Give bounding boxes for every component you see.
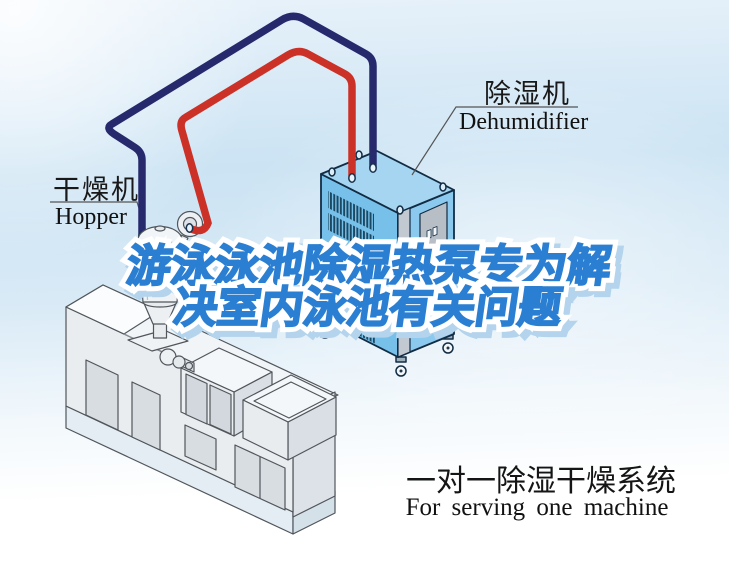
machine-door [85, 359, 119, 431]
vent-grille [334, 294, 376, 329]
tower-window [185, 373, 208, 425]
extruder-nozzle [159, 348, 195, 373]
headline-line1: 游泳泳池除湿热泵专为解 [124, 242, 615, 291]
hopper-label-zh: 干燥机 [53, 175, 140, 205]
headline-line1-shadow: 游泳泳池除湿热泵专为解 [129, 248, 620, 297]
machine-right-housing [242, 374, 337, 461]
hopper-dome-lid [137, 225, 183, 257]
headline-line2: 决室内泳池有关问题 [171, 284, 565, 332]
dehumidifier-corner-strip [397, 207, 411, 358]
caption: 一对一除湿干燥系统 For serving one machine [406, 465, 676, 521]
vent-grille [328, 191, 374, 231]
cold-pipe [105, 12, 377, 248]
machine-door [131, 381, 161, 451]
hopper-label-en: Hopper [55, 204, 127, 230]
dehumidifier-label: 除湿机 Dehumidifier [459, 79, 588, 135]
vent-grille [334, 313, 376, 344]
caption-zh: 一对一除湿干燥系统 [406, 465, 676, 498]
headline-line2-shadow: 决室内泳池有关问题 [177, 290, 571, 338]
hopper-stand [127, 329, 189, 352]
dehumidifier-access-door [419, 201, 448, 253]
hopper-machine [65, 210, 339, 535]
lifting-eyelets [328, 150, 447, 215]
headline: 游泳泳池除湿热泵专为解 游泳泳池除湿热泵专为解 游泳泳池除湿热泵专为解 决室内泳… [118, 236, 626, 344]
machine-door [184, 424, 217, 471]
caption-en: For serving one machine [406, 494, 669, 521]
headline-line1-outline: 游泳泳池除湿热泵专为解 [124, 242, 615, 291]
tower-window [209, 384, 232, 435]
hopper-dryer [127, 210, 204, 352]
hot-pipe [177, 47, 356, 235]
hopper-label: 干燥机 Hopper [53, 175, 140, 230]
headline-line2-outline: 决室内泳池有关问题 [171, 284, 565, 332]
vent-grille [328, 213, 374, 253]
dehumidifier-label-zh: 除湿机 [484, 79, 571, 109]
dehumidifier-label-en: Dehumidifier [459, 109, 588, 135]
leader-line-dehumidifier [411, 106, 578, 176]
